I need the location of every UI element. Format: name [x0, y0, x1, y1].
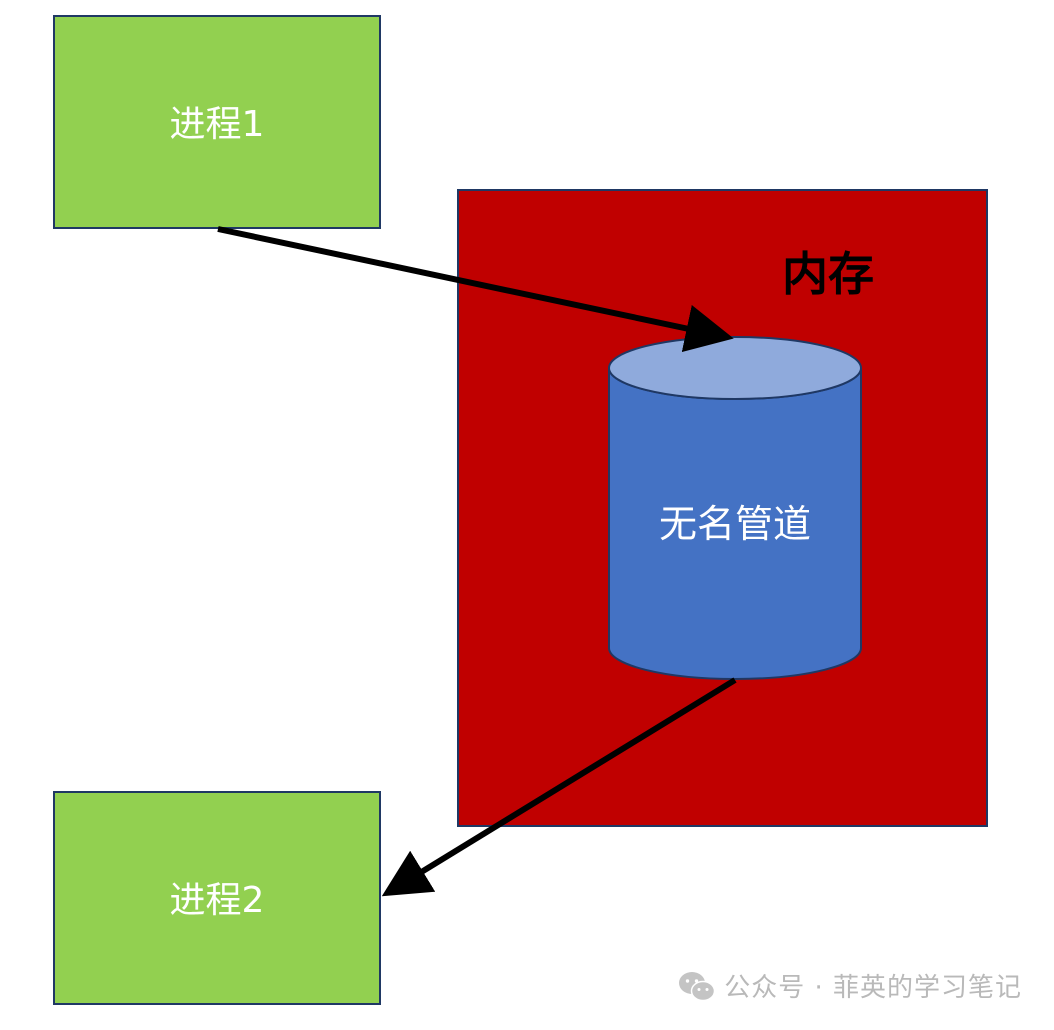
pipe-top: [608, 336, 862, 400]
pipe-cylinder: 无名管道: [608, 336, 862, 680]
process2-label: 进程2: [170, 880, 265, 921]
process1-label: 进程1: [170, 104, 265, 145]
read-arrow: [381, 677, 737, 897]
write-arrow: [217, 226, 734, 353]
pipe-label: 无名管道: [659, 502, 811, 546]
process1-box: [53, 15, 381, 229]
watermark-text: 公众号 · 菲英的学习笔记: [724, 973, 1022, 1003]
wechat-icon: [679, 971, 716, 1001]
watermark: 公众号 · 菲英的学习笔记: [678, 967, 1022, 1004]
memory-label: 内存: [782, 247, 874, 301]
process2-box: [53, 791, 381, 1005]
